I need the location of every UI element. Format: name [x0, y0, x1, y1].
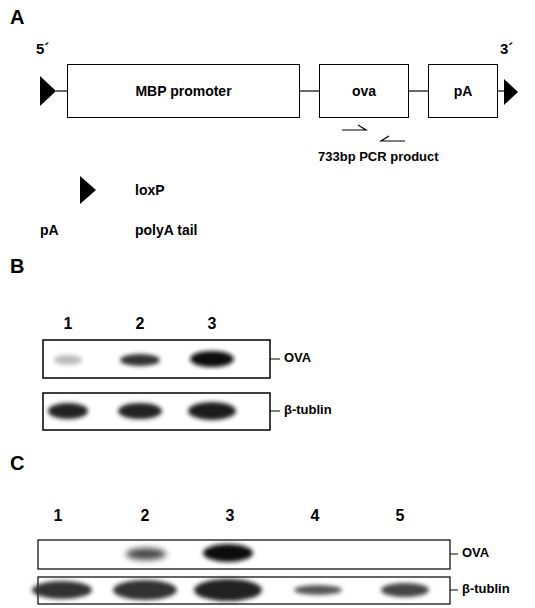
abbreviation-key: polyA tail	[135, 222, 198, 238]
pcr-label: 733bp PCR product	[318, 150, 439, 165]
panel-letter: B	[10, 255, 24, 278]
band-label: β-tublin	[462, 582, 510, 597]
legend-text: loxP	[135, 182, 165, 198]
lane-number: 3	[226, 507, 235, 525]
lane-number: 1	[64, 315, 73, 333]
lane-number: 1	[54, 507, 63, 525]
panel-letter: C	[10, 452, 24, 475]
blot-frame	[43, 393, 270, 430]
lane-number: 4	[311, 507, 320, 525]
blot-frame	[38, 577, 450, 604]
loxp-triangle	[504, 79, 518, 105]
tick	[270, 359, 280, 360]
band	[48, 403, 88, 419]
connector-wire	[300, 91, 319, 92]
band	[188, 402, 236, 420]
band	[118, 403, 162, 419]
band	[32, 581, 92, 599]
band	[194, 579, 262, 601]
box-label: pA	[454, 83, 473, 99]
wire	[56, 90, 67, 91]
connector-wire	[409, 91, 428, 92]
lane-number: 3	[208, 315, 217, 333]
tick	[450, 554, 458, 555]
lane-number: 2	[136, 315, 145, 333]
lane-number: 5	[396, 507, 405, 525]
panel-letter: A	[10, 6, 24, 29]
lane-number: 2	[141, 507, 150, 525]
tick	[270, 411, 280, 412]
band	[294, 585, 342, 595]
blot-frame	[38, 540, 450, 569]
band	[190, 351, 234, 367]
band	[203, 544, 253, 562]
end-label: 3´	[500, 40, 513, 57]
band-label: β-tublin	[284, 403, 332, 418]
abbreviation: pA	[40, 222, 59, 238]
band	[381, 583, 429, 597]
primer-arrow	[342, 125, 366, 130]
legend-swatch	[80, 176, 96, 204]
primer-arrow	[381, 136, 405, 141]
construct-box: ova	[319, 64, 409, 118]
band	[120, 354, 160, 366]
loxp-triangle	[40, 76, 56, 106]
tick	[450, 590, 458, 591]
band	[126, 548, 166, 560]
wire	[498, 90, 504, 91]
end-label: 5´	[36, 40, 49, 57]
construct-box: pA	[428, 64, 498, 118]
box-label: ova	[352, 83, 376, 99]
band	[54, 355, 82, 365]
box-label: MBP promoter	[135, 83, 231, 99]
construct-box: MBP promoter	[67, 64, 300, 118]
band-label: OVA	[462, 546, 489, 561]
blot-frame	[43, 340, 270, 378]
band-label: OVA	[284, 351, 311, 366]
band	[113, 580, 177, 600]
